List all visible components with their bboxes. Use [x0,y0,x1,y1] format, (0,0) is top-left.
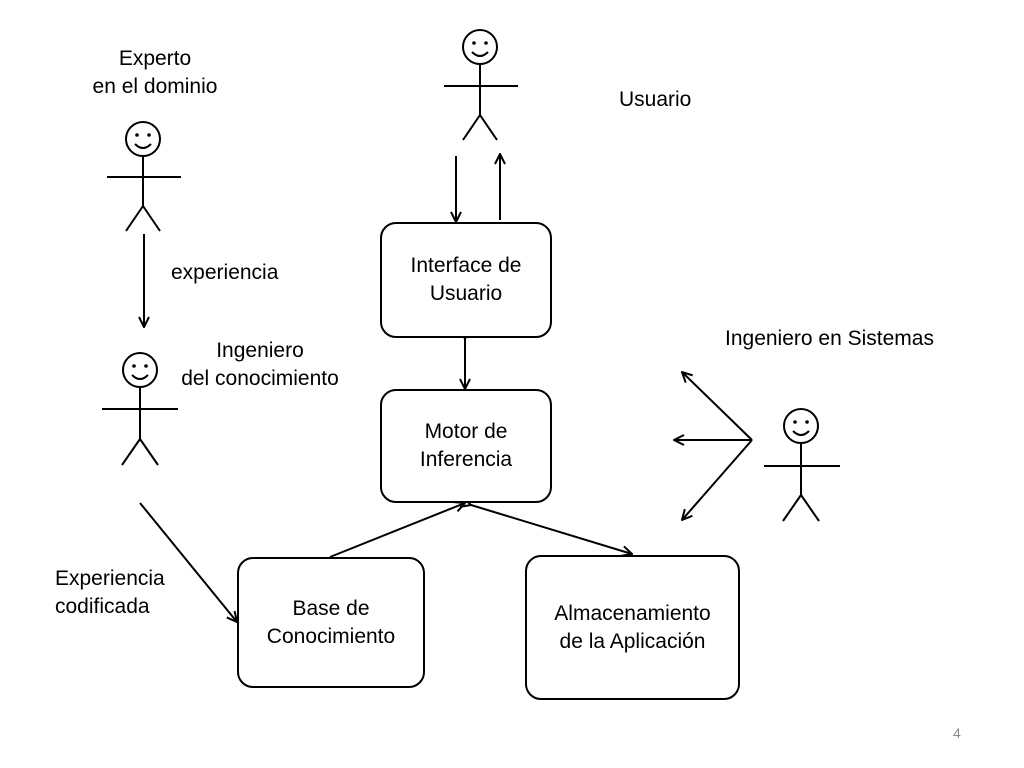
user-figure [444,29,518,141]
inference-engine-box: Motor de Inferencia [380,389,552,503]
inference-engine-box-line2: Inferencia [419,448,513,471]
systems-engineer-figure [764,408,840,522]
domain-expert-label-line1: Experto [118,47,192,70]
knowledge-base-box-line1: Base de [292,596,370,620]
knowledge-base-box: Base de Conocimiento [237,557,425,688]
systems-engineer-label: Ingeniero en Sistemas [725,327,934,350]
inference-engine-box-line1: Motor de [424,420,508,443]
coded-experience-label-line2: codificada [55,595,150,618]
user-interface-box: Interface de Usuario [380,222,552,338]
domain-expert-label-line2: en el dominio [92,75,218,98]
coded-experience-label: Experiencia codificada [55,565,165,621]
knowledge-base-box-line2: Conocimiento [266,624,396,648]
knowledge-engineer-label: Ingeniero del conocimiento [170,337,350,393]
user-interface-box-line1: Interface de [410,254,522,277]
domain-expert-label: Experto en el dominio [70,45,240,101]
coded-experience-label-line1: Experiencia [55,567,165,590]
systems-engineer-to-storage-arrow [682,439,753,520]
user-label: Usuario [619,88,692,111]
experience-label: experiencia [171,261,279,284]
application-storage-box-line2: de la Aplicación [559,629,706,653]
application-storage-box: Almacenamiento de la Aplicación [525,555,740,700]
user-interface-box-line2: Usuario [429,282,503,305]
knowledge-engineer-figure [102,352,178,466]
knowledge-engineer-label-line1: Ingeniero [216,339,304,362]
knowledge-engineer-label-line2: del conocimiento [181,367,339,390]
systems-engineer-to-interface-arrow [682,372,753,441]
page-number: 4 [953,725,961,741]
engineer-to-knowledge-base-arrow [139,502,237,622]
engine-storage-arrow [471,505,632,554]
domain-expert-figure [107,121,181,232]
knowledge-base-to-engine-arrow [329,503,465,558]
application-storage-box-line1: Almacenamiento [554,601,711,625]
